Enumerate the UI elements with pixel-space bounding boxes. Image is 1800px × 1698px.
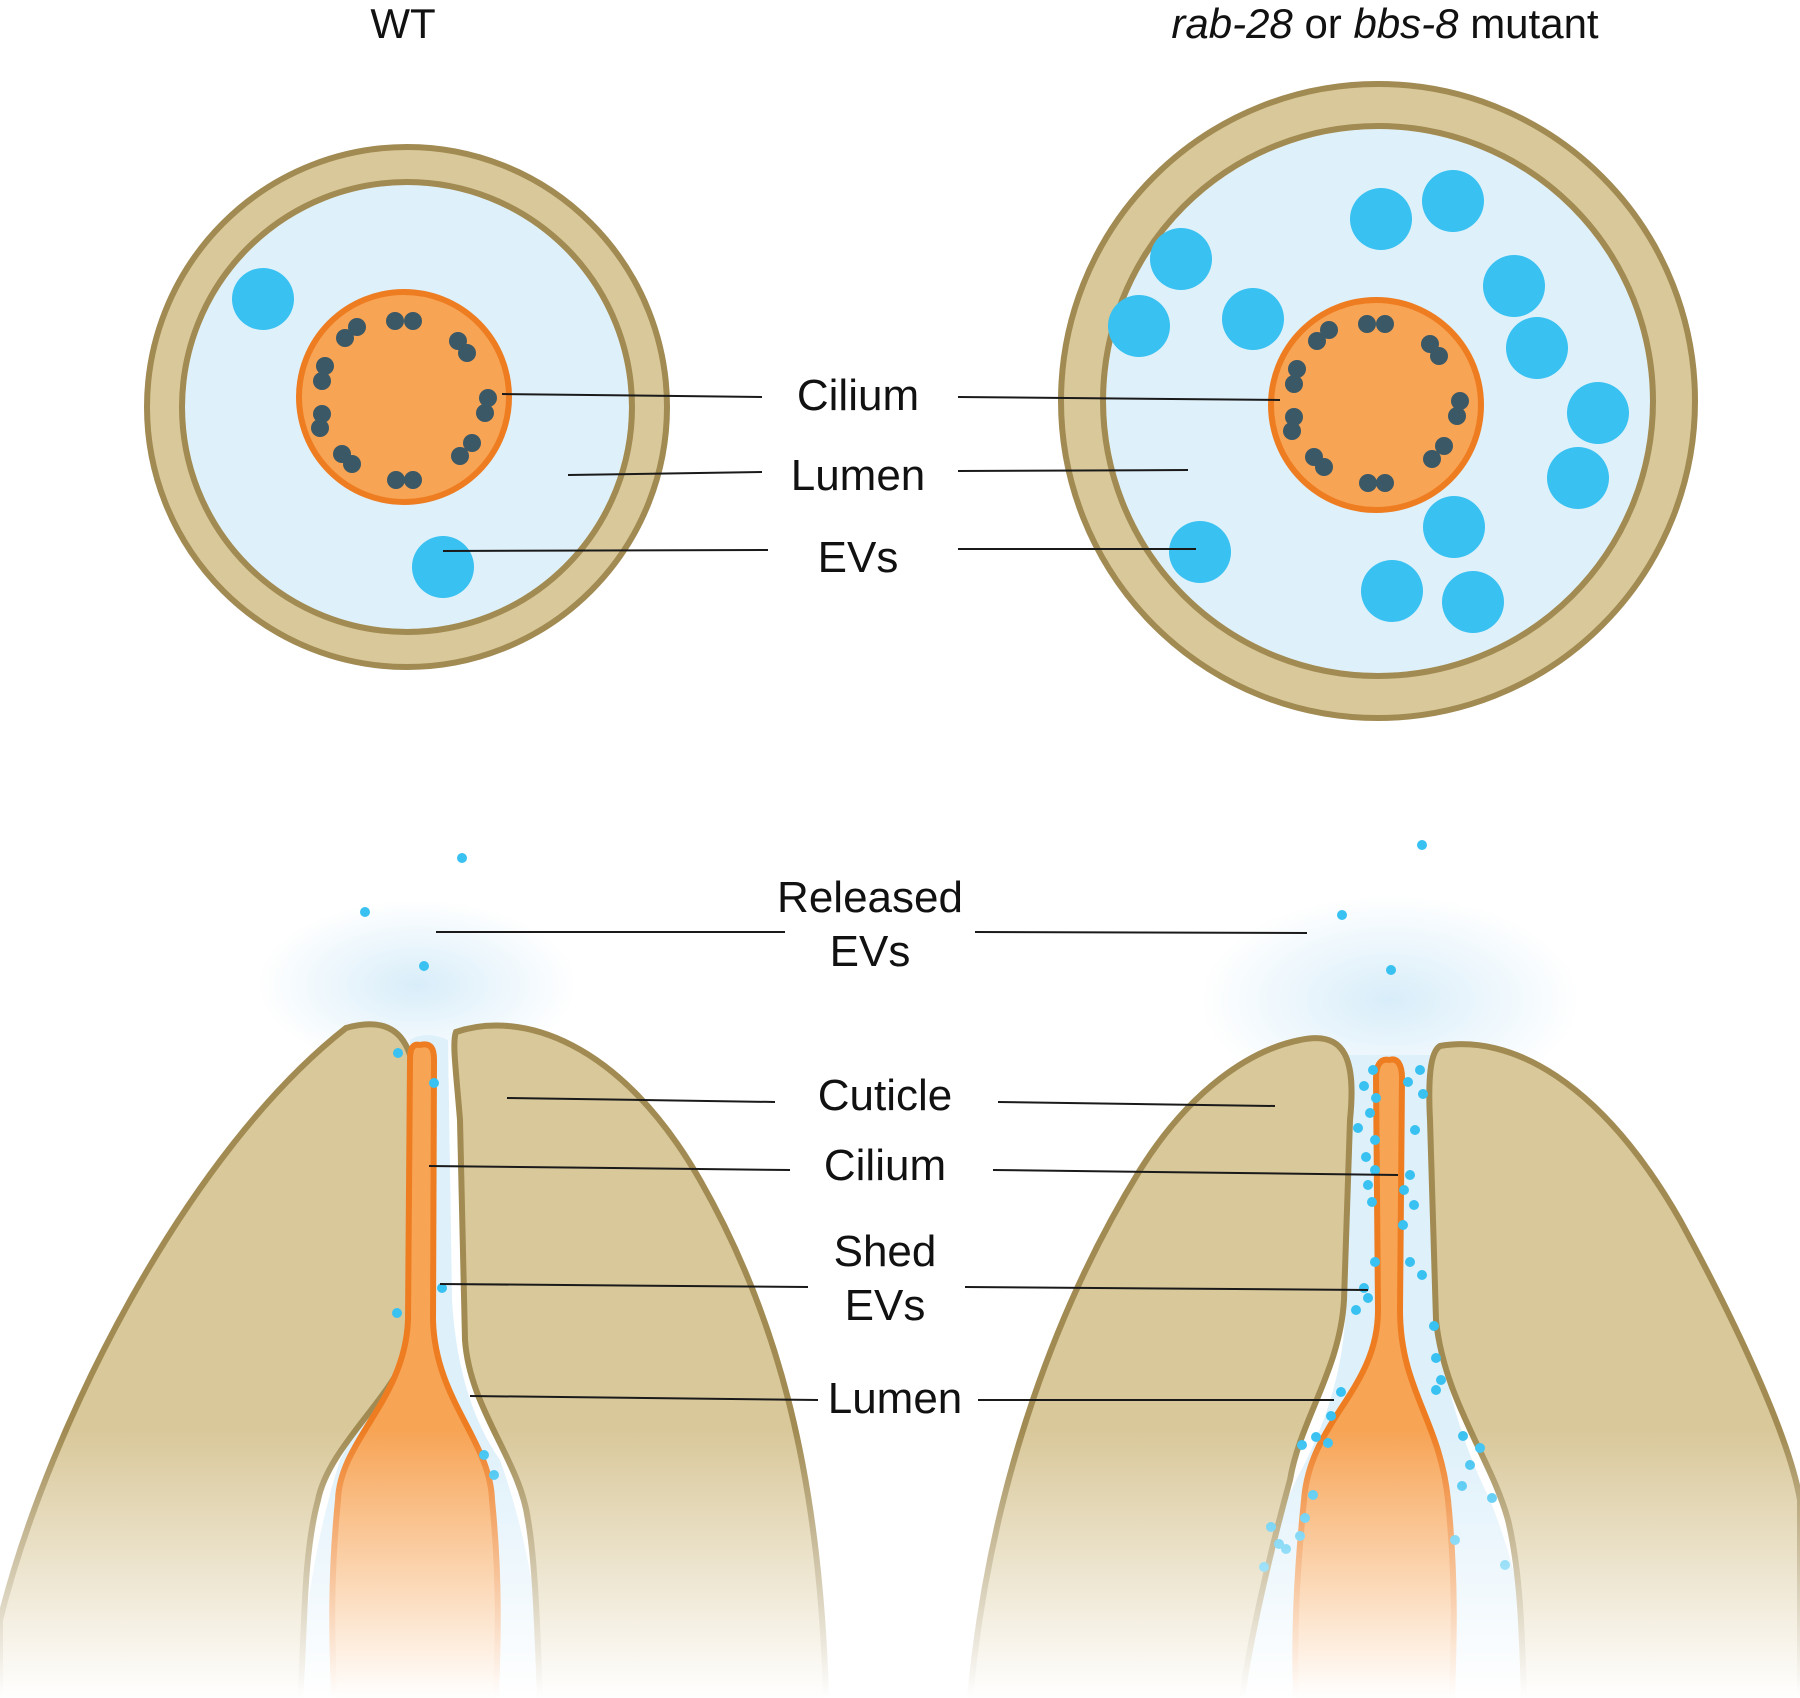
header-mutant-gene-2: bbs-8 (1353, 0, 1459, 47)
mutant-lumen-boundary (1100, 123, 1656, 679)
leader-cilium-wt-long (428, 1165, 791, 1171)
label-cuticle: Cuticle (818, 1071, 953, 1120)
leader-cuticle-wt (506, 1097, 776, 1103)
label-released-evs-line1: Released (777, 873, 963, 922)
leader-lumen-mut (957, 469, 1189, 472)
mutant-longitudinal-section (960, 840, 1800, 1698)
wt-cilium (296, 289, 512, 505)
leader-shed-mut (964, 1286, 1369, 1291)
wt-longitudinal-section (0, 853, 840, 1698)
mutant-evs (1108, 170, 1629, 633)
leader-cilium-mut (957, 396, 1281, 401)
mutant-microtubule-doublets (1283, 315, 1469, 492)
leader-released-mut (974, 931, 1308, 934)
header-mutant-gene-1: rab-28 (1171, 0, 1293, 47)
label-lumen-cross: Lumen (791, 451, 926, 500)
wt-microtubule-doublets (311, 312, 497, 489)
label-cilium-cross: Cilium (797, 371, 919, 420)
leader-lumen-wt-long (469, 1395, 819, 1401)
leader-lumen-wt (567, 471, 763, 476)
leader-cuticle-mut (997, 1101, 1276, 1107)
mutant-cross-section (1058, 81, 1698, 721)
header-mutant: rab-28 or bbs-8 mutant (1171, 0, 1599, 47)
leader-cilium-mut-long (992, 1169, 1399, 1176)
label-shed-evs-line2: EVs (845, 1281, 926, 1330)
wt-ev (232, 268, 294, 330)
label-shed-evs-line1: Shed (834, 1227, 937, 1276)
header-mutant-or: or (1293, 0, 1354, 47)
label-released-evs-line2: EVs (830, 927, 911, 976)
wt-lumen-boundary (179, 179, 635, 635)
wt-cross-section (144, 144, 670, 670)
leader-shed-wt (439, 1283, 809, 1288)
mutant-cilium (1268, 297, 1484, 513)
wt-bottom-fade (0, 1430, 840, 1698)
label-lumen-long: Lumen (828, 1374, 963, 1423)
leader-evs-wt (442, 549, 769, 552)
label-cilium-long: Cilium (824, 1141, 946, 1190)
header-mutant-suffix: mutant (1459, 0, 1599, 47)
header-wt: WT (370, 0, 435, 47)
label-evs-cross: EVs (818, 533, 899, 582)
mutant-bottom-fade (960, 1430, 1800, 1698)
wt-ev (412, 536, 474, 598)
leader-cilium-wt (501, 393, 763, 398)
